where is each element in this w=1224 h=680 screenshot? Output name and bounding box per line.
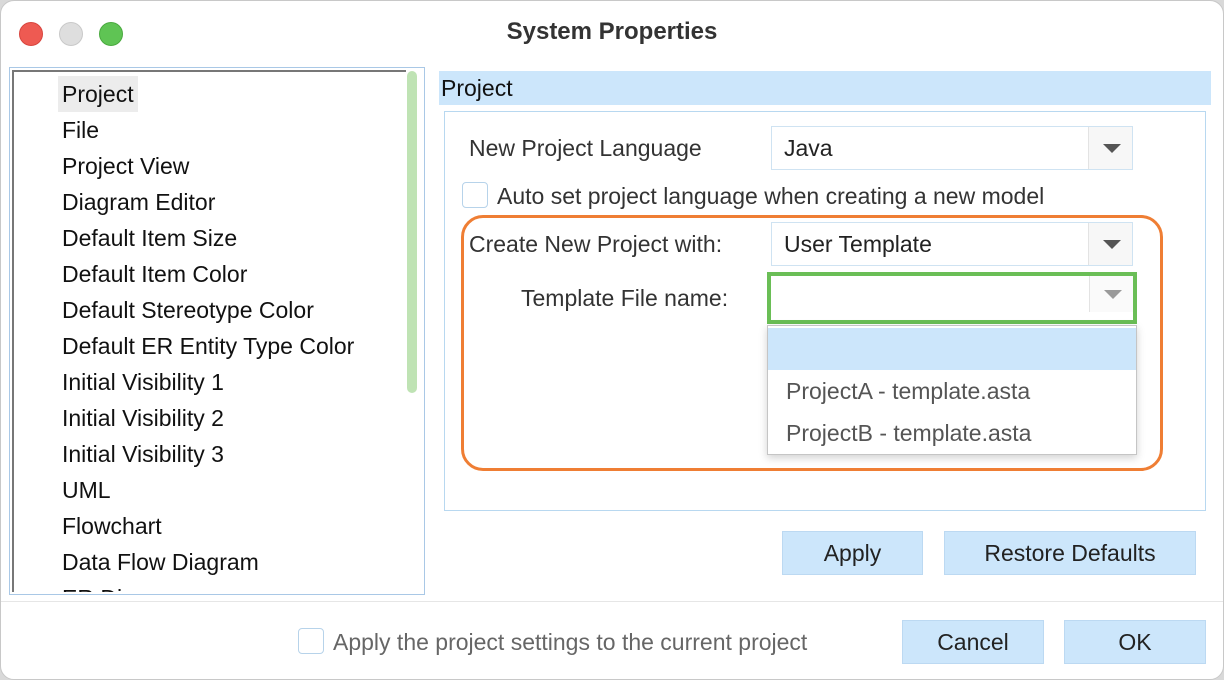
chevron-down-icon[interactable] [1088,223,1132,265]
cancel-button[interactable]: Cancel [902,620,1044,664]
auto-set-language-label: Auto set project language when creating … [497,183,1045,209]
template-option-empty[interactable] [768,328,1136,370]
apply-button[interactable]: Apply [782,531,923,575]
category-item-initial-visibility-1[interactable]: Initial Visibility 1 [62,369,224,395]
minimize-window-button[interactable] [59,22,83,46]
new-project-language-value: Java [784,135,833,161]
category-list: Project File Project View Diagram Editor… [9,67,425,595]
template-file-name-label: Template File name: [521,285,729,311]
category-item-uml[interactable]: UML [62,477,111,503]
category-item-er-diagram[interactable]: ER Diagram [58,580,191,592]
template-settings-highlight [461,215,1163,471]
create-new-project-with-value: User Template [784,231,932,257]
category-item-initial-visibility-3[interactable]: Initial Visibility 3 [62,441,224,467]
apply-to-current-project-label: Apply the project settings to the curren… [333,629,808,655]
window-title: System Properties [506,18,718,45]
restore-defaults-button[interactable]: Restore Defaults [944,531,1196,575]
auto-set-language-checkbox[interactable] [462,182,488,208]
create-new-project-with-select[interactable]: User Template [771,222,1133,266]
category-item-file[interactable]: File [62,117,100,143]
category-item-initial-visibility-2[interactable]: Initial Visibility 2 [62,405,224,431]
category-item-project-view[interactable]: Project View [62,153,190,179]
new-project-language-label: New Project Language [469,135,702,161]
category-scrollbar-thumb[interactable] [407,71,417,393]
footer-divider [1,601,1223,602]
template-file-dropdown: ProjectA - template.asta ProjectB - temp… [767,325,1137,455]
category-item-project[interactable]: Project [58,76,138,112]
category-item-flowchart[interactable]: Flowchart [62,513,162,539]
close-window-button[interactable] [19,22,43,46]
chevron-down-icon[interactable] [1088,127,1132,169]
template-option-projectb[interactable]: ProjectB - template.asta [786,420,1032,446]
maximize-window-button[interactable] [99,22,123,46]
category-item-default-item-color[interactable]: Default Item Color [62,261,248,287]
ok-button[interactable]: OK [1064,620,1206,664]
chevron-down-icon[interactable] [1089,276,1133,312]
new-project-language-select[interactable]: Java [771,126,1133,170]
category-item-diagram-editor[interactable]: Diagram Editor [62,189,216,215]
apply-to-current-project-checkbox[interactable] [298,628,324,654]
category-item-default-stereotype-color[interactable]: Default Stereotype Color [62,297,314,323]
category-item-default-er-entity-type-color[interactable]: Default ER Entity Type Color [62,333,355,359]
title-bar: System Properties [1,1,1223,63]
section-header: Project [439,71,1211,105]
category-list-viewport: Project File Project View Diagram Editor… [12,70,406,592]
template-file-name-select[interactable] [767,272,1137,324]
category-item-data-flow-diagram[interactable]: Data Flow Diagram [62,549,259,575]
category-item-default-item-size[interactable]: Default Item Size [62,225,238,251]
create-new-project-with-label: Create New Project with: [469,231,723,257]
template-option-projecta[interactable]: ProjectA - template.asta [786,378,1031,404]
